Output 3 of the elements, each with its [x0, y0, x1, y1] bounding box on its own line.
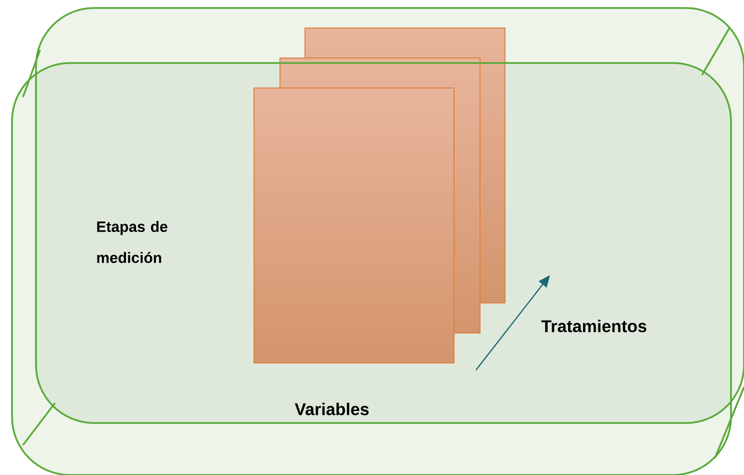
label: Etapas de medición — [97, 221, 168, 263]
label: Variables — [294, 402, 369, 416]
label: Tratamientos — [541, 320, 646, 332]
